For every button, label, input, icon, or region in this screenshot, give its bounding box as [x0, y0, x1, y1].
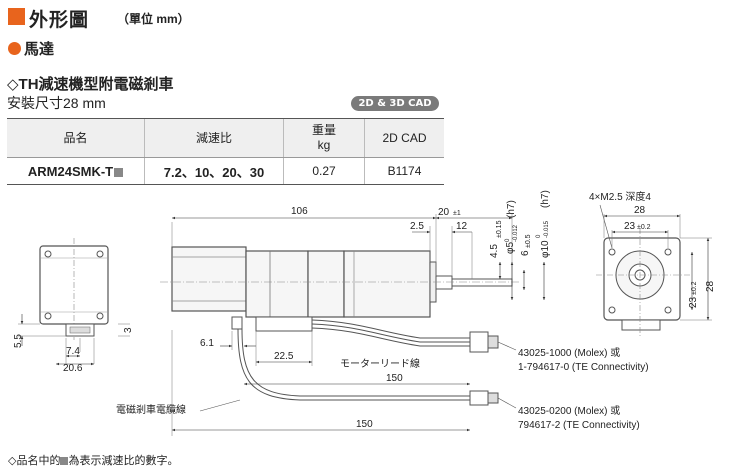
bullet-dot-icon	[8, 42, 21, 55]
unit-label: （單位 mm）	[117, 12, 190, 26]
connector-motor	[469, 331, 489, 353]
dim-23-side-tol: ±0.2	[691, 281, 698, 295]
ratio-placeholder-icon	[114, 167, 124, 177]
output-view: 4×M2.5 深度4 28 23 ±0.2 23 ±0.2 28	[589, 190, 716, 336]
dim-phi10-fit: (h7)	[540, 190, 551, 208]
dim-4-5: 4.5	[489, 244, 500, 258]
weight-label: 重量	[311, 123, 336, 137]
weight-unit: kg	[317, 138, 331, 152]
lead-label-bg	[334, 358, 420, 370]
dim-phi5-tol-a: 0	[505, 238, 511, 242]
dim-4-5-tol: ±0.15	[496, 220, 503, 238]
col-header-cad: 2D CAD	[364, 118, 444, 158]
dim-phi5-fit: (h7)	[506, 200, 517, 218]
dim-23-side: 23	[688, 296, 699, 308]
dim-28-side: 28	[705, 280, 716, 292]
dim-23-top-tol: ±0.2	[637, 224, 651, 231]
title-marker-icon	[8, 8, 25, 25]
product-name: ARM24SMK-T	[27, 163, 114, 179]
dim-6-tol: ±0.5	[525, 234, 532, 248]
dim-phi10: φ10	[540, 240, 551, 258]
page-title: 外形圖	[29, 10, 90, 31]
connector-brake-tip	[487, 392, 499, 404]
dim-phi10-tol-b: -0.015	[544, 220, 550, 238]
holes-label: 4×M2.5 深度4	[589, 190, 651, 203]
footnote: ◇品名中的為表示減速比的數字。	[8, 452, 178, 468]
dim-5-5: 5.5	[13, 334, 24, 348]
col-header-product: 品名	[7, 118, 145, 158]
mounting-size: 安裝尺寸28 mm	[7, 95, 106, 111]
ratio-placeholder-icon	[60, 457, 69, 465]
dim-6: 6	[520, 250, 531, 256]
dim-106: 106	[291, 206, 308, 217]
dim-28-top: 28	[634, 205, 646, 216]
dim-6-1: 6.1	[200, 338, 214, 349]
col-header-ratio: 減速比	[144, 118, 284, 158]
dim-150-a: 150	[386, 373, 403, 384]
dim-7-4: 7.4	[66, 346, 80, 357]
cad-badge-button[interactable]: 2D & 3D CAD	[351, 96, 439, 111]
model-subtitle: ◇TH減速機型附電磁剎車	[7, 76, 174, 93]
dim-2-5: 2.5	[410, 221, 424, 232]
connector-motor-tip	[487, 335, 499, 349]
connector-brake	[469, 390, 489, 406]
footnote-before: ◇品名中的	[8, 455, 61, 467]
dim-3: 3	[123, 327, 134, 333]
ratio-cell: 7.2、10、20、30	[144, 157, 284, 185]
dim-12: 12	[456, 221, 468, 232]
dim-phi5-tol-b: -0.012	[513, 224, 519, 242]
side-view: 106 20 ±1 2.5 12 4.5 ±0.15 φ5 0 -0.012 (…	[160, 190, 551, 366]
conn1-line-a: 43025-1000 (Molex) 或	[518, 347, 620, 359]
conn1-line-b: 1-794617-0 (TE Connectivity)	[518, 362, 649, 373]
dim-phi10-tol-a: 0	[536, 234, 542, 238]
cad-cell[interactable]: B1174	[364, 157, 444, 185]
dim-23-top: 23	[624, 221, 636, 232]
weight-cell: 0.27	[283, 157, 365, 185]
dim-20-tol: ±1	[453, 210, 461, 217]
table-row: ARM24SMK-T 7.2、10、20、30 0.27 B1174	[7, 157, 444, 185]
product-cell: ARM24SMK-T	[7, 157, 145, 185]
motor-lead-label: モーターリード線	[340, 357, 420, 370]
conn2-line-b: 794617-2 (TE Connectivity)	[518, 420, 640, 431]
dim-20: 20	[438, 207, 450, 218]
brake-lead-label: 電磁剎車電纜線	[116, 403, 186, 416]
footnote-after: 為表示減速比的數字。	[68, 455, 179, 467]
section-label: 馬達	[24, 41, 55, 58]
dim-20-6: 20.6	[63, 363, 83, 374]
dim-22-5: 22.5	[274, 351, 294, 362]
conn2-line-a: 43025-0200 (Molex) 或	[518, 405, 620, 417]
dim-150-b: 150	[356, 419, 373, 430]
dim-phi5: φ5	[505, 242, 516, 254]
front-view: 5.5 3 7.4 20.6	[13, 238, 134, 374]
